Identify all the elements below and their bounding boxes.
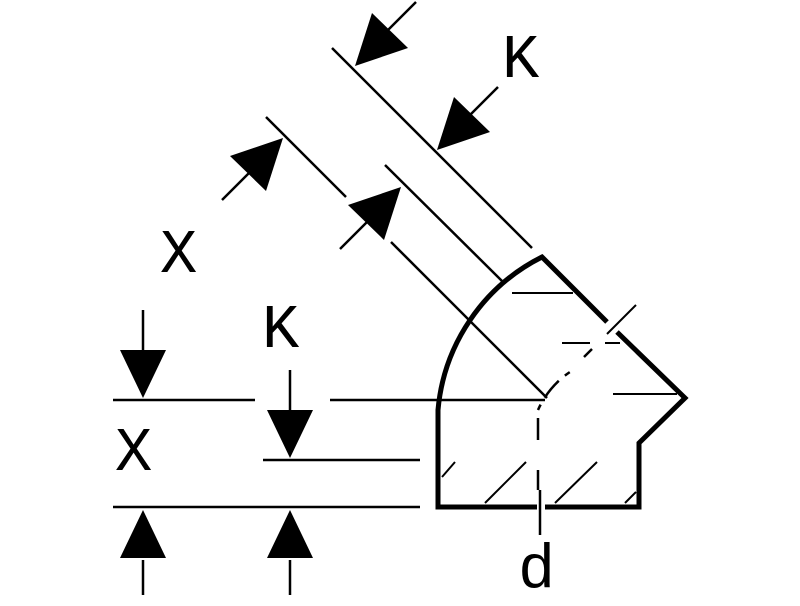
dimension-arrow-shaft: [384, 1, 417, 34]
arrow-down-icon: [267, 410, 313, 458]
dimension-label-x-vertical: X: [115, 418, 153, 489]
extension-line-k-outer: [331, 47, 533, 249]
arrowheads: [120, 13, 490, 558]
extension-line-k-inner: [384, 164, 503, 282]
elbow-hatching: [441, 292, 677, 504]
dimension-arrow-shaft: [339, 220, 369, 250]
arrow-diagonal-icon: [230, 138, 283, 191]
dimension-arrow-shaft: [467, 86, 499, 118]
extension-line-x-start: [265, 116, 347, 198]
arrow-up-icon: [267, 510, 313, 558]
arrow-diagonal-icon: [355, 13, 408, 66]
center-line: [536, 348, 593, 535]
dimension-label-k-vertical: K: [262, 295, 300, 366]
arrow-down-icon: [120, 350, 166, 398]
elbow-outline: [435, 253, 689, 510]
break-mark: [606, 304, 637, 335]
dimension-label-diameter: d: [518, 535, 556, 606]
arrow-diagonal-icon: [348, 187, 401, 240]
arrow-up-icon: [120, 510, 166, 558]
dimension-arrow-shaft: [221, 171, 251, 201]
dimension-label-k-diagonal: K: [502, 25, 540, 96]
arrow-diagonal-icon: [437, 97, 490, 150]
dimension-label-x-diagonal: X: [160, 220, 198, 291]
